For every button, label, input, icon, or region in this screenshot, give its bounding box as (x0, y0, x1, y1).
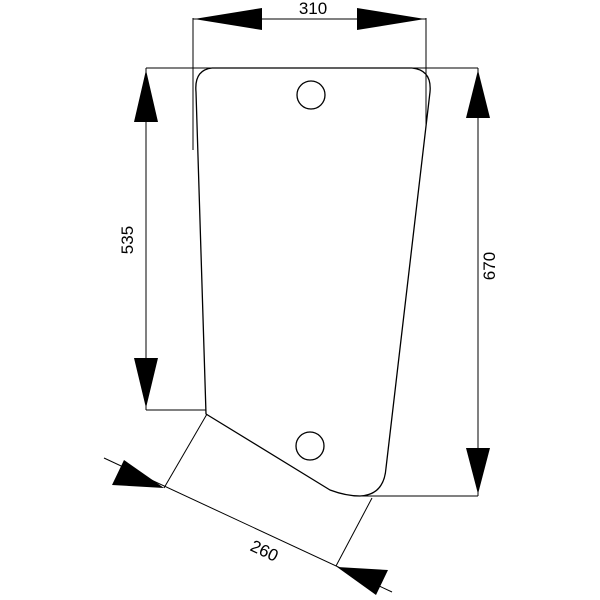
arrowhead-left-bottom (134, 358, 158, 408)
dimension-top-width: 310 (192, 0, 427, 150)
arrowhead-left-top (134, 70, 158, 122)
dimension-label-top: 310 (299, 0, 327, 18)
arrowhead-top-right (357, 8, 425, 30)
arrowhead-top-left (194, 8, 262, 30)
dimension-right-height: 670 (360, 67, 499, 497)
arrowhead-right-bottom (466, 448, 490, 494)
dimension-label-bottom: 260 (247, 536, 281, 565)
mounting-hole-bottom (295, 431, 325, 461)
dimension-label-right: 670 (480, 252, 499, 280)
mounting-hole-top (296, 80, 326, 110)
dimension-bottom-edge: 260 (103, 413, 393, 595)
dimension-left-height: 535 (118, 67, 212, 411)
arrowhead-right-top (466, 70, 490, 118)
arrowhead-bottom-left (112, 460, 164, 488)
arrowhead-bottom-right (337, 567, 388, 595)
dimension-label-left: 535 (118, 226, 137, 254)
